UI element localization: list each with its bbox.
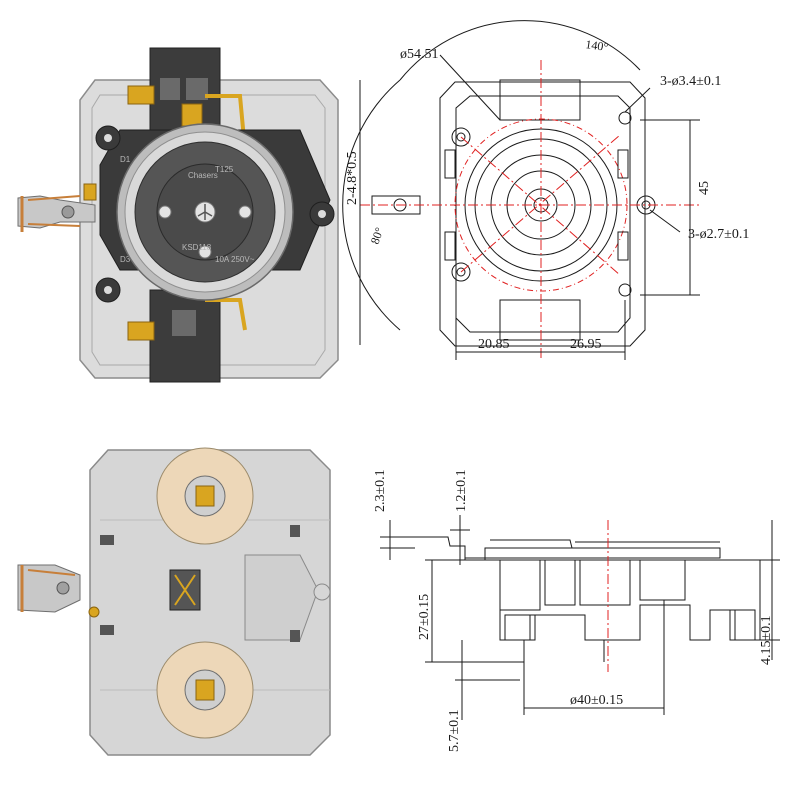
bottom-brass-terminal <box>127 321 155 341</box>
dim-right-offset: 26.95 <box>570 337 602 352</box>
mark-t125: T125 <box>215 165 234 174</box>
dim-holes-small: 3-ø2.7±0.1 <box>688 227 749 242</box>
dim-1-2: 1.2±0.1 <box>454 469 469 512</box>
model-mark: KSD118 <box>182 243 212 252</box>
side-view-drawing <box>380 515 780 720</box>
front-photo-view: D1 D3 Chasers KSD118 T125 10A 250V~ <box>17 47 339 383</box>
dim-left-offset: 20.85 <box>478 337 510 352</box>
dim-4-15: 4.15±0.1 <box>759 615 774 665</box>
left-contact-lever <box>17 195 96 229</box>
top-view-drawing <box>342 20 700 360</box>
mark-d1: D1 <box>120 155 131 164</box>
top-view-outline <box>439 81 646 347</box>
back-metal-plate <box>89 449 331 756</box>
dim-27: 27±0.15 <box>417 594 432 640</box>
dim-holes-large: 3-ø3.4±0.1 <box>660 74 721 89</box>
side-body-outline <box>485 559 761 641</box>
hole-bottom-left <box>451 262 471 282</box>
hole-top-left <box>451 127 471 147</box>
dim-height-45: 45 <box>697 181 712 195</box>
mark-d3: D3 <box>120 255 131 264</box>
back-photo-view <box>17 447 331 756</box>
mark-rating: 10A 250V~ <box>215 255 255 264</box>
brand-mark: Chasers <box>188 171 218 180</box>
dim-2-3: 2.3±0.1 <box>373 469 388 512</box>
dim-angle-80: 80° <box>368 225 387 246</box>
top-brass-terminal <box>127 85 155 105</box>
dim-40: ø40±0.15 <box>570 693 623 708</box>
center-window <box>244 554 319 641</box>
dim-slots: 2-4.8*0.5 <box>345 151 360 205</box>
dim-angle-140: 140° <box>585 37 610 54</box>
dim-mount-circle: ø54.51 <box>400 47 439 62</box>
dim-5-7: 5.7±0.1 <box>447 709 462 752</box>
